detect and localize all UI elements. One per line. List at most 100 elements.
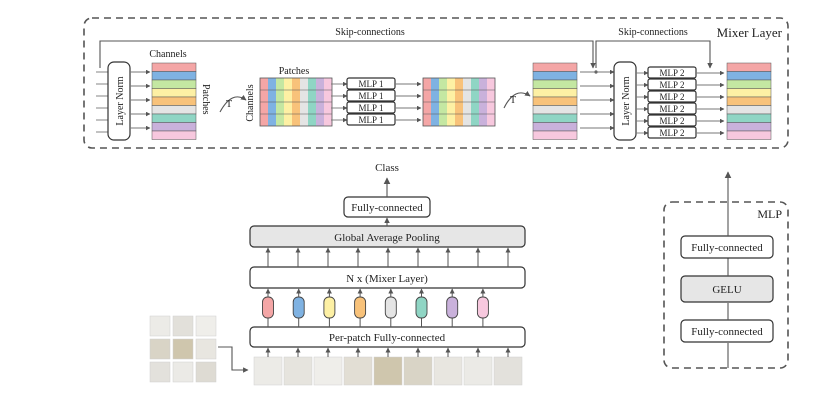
class-label: Class xyxy=(375,162,399,174)
skip-connection-2 xyxy=(595,40,713,69)
mlp2-label-1: MLP 2 xyxy=(660,68,685,78)
mlp-fc-top-label: Fully-connected xyxy=(691,242,763,254)
patch-table-border xyxy=(422,77,496,127)
channel-row xyxy=(726,130,772,140)
image-patch xyxy=(195,315,217,337)
channel-row xyxy=(726,105,772,115)
token-pill xyxy=(415,296,428,319)
channel-row xyxy=(151,122,197,132)
image-patch xyxy=(172,338,194,360)
input-lines xyxy=(96,71,108,133)
mlp2-box-4 xyxy=(647,102,697,115)
patch-sequence xyxy=(253,356,523,386)
mlp2-box-3 xyxy=(647,90,697,103)
channel-row xyxy=(151,96,197,106)
mlp1-box-4 xyxy=(346,113,396,126)
channel-row xyxy=(726,62,772,72)
skip-label-2: Skip-connections xyxy=(618,27,688,38)
patch-table-border xyxy=(259,77,333,127)
mlp1-box-1 xyxy=(346,77,396,90)
image-patch xyxy=(195,338,217,360)
token-pill xyxy=(476,296,489,319)
channel-row xyxy=(532,62,578,72)
channel-row xyxy=(532,122,578,132)
mlp2-label-5: MLP 2 xyxy=(660,116,685,126)
image-patch xyxy=(195,361,217,383)
mlp2-label-6: MLP 2 xyxy=(660,128,685,138)
mlp2-label-2: MLP 2 xyxy=(660,80,685,90)
mlp2-box-1 xyxy=(647,66,697,79)
token-pill xyxy=(446,296,459,319)
layer-norm-2-label: Layer Norm xyxy=(621,76,632,125)
channel-row xyxy=(726,79,772,89)
transpose-1-arrow xyxy=(219,94,247,113)
mlp-fc-top-box xyxy=(680,235,774,259)
channels-label-top: Channels xyxy=(149,49,186,60)
mlp2-box-5 xyxy=(647,114,697,127)
token-pill xyxy=(262,296,274,319)
fc-label: Fully-connected xyxy=(351,202,423,214)
layer-norm-1-label: Layer Norm xyxy=(115,76,126,125)
patch-table xyxy=(259,77,333,127)
skip-connection-1 xyxy=(99,40,596,69)
token-pill xyxy=(354,296,367,319)
mlp-fc-bottom-box xyxy=(680,319,774,343)
mlp1-label-3: MLP 1 xyxy=(359,103,384,113)
channel-row xyxy=(532,79,578,89)
main-architecture: Per-patch Fully-connected N x (Mixer Lay… xyxy=(149,162,526,386)
token-pill xyxy=(292,296,305,319)
channel-row xyxy=(151,105,197,115)
channel-row xyxy=(726,122,772,132)
channel-row xyxy=(726,71,772,81)
channel-row xyxy=(532,105,578,115)
channel-row xyxy=(151,79,197,89)
transpose-2-label: T xyxy=(510,95,516,106)
skip-label-1: Skip-connections xyxy=(335,27,405,38)
sequence-patch xyxy=(283,356,313,386)
mlp2-label-4: MLP 2 xyxy=(660,104,685,114)
mixer-stack-label: N x (Mixer Layer) xyxy=(346,273,428,285)
sequence-patch xyxy=(433,356,463,386)
image-patch xyxy=(172,315,194,337)
mlp1-label-2: MLP 1 xyxy=(359,91,384,101)
channel-table-output xyxy=(726,62,772,140)
channel-table-2 xyxy=(532,62,578,140)
channel-row xyxy=(151,88,197,98)
image-patch xyxy=(172,361,194,383)
image-patch xyxy=(149,361,171,383)
mlp1-label-4: MLP 1 xyxy=(359,115,384,125)
mixer-layer-border xyxy=(83,17,789,149)
transpose-2-arrow xyxy=(503,90,531,109)
channel-row xyxy=(726,96,772,106)
ln2-input-lines xyxy=(580,69,615,131)
patches-label-side: Patches xyxy=(200,84,211,115)
mixer-to-gap-arrows xyxy=(265,247,511,267)
mlp1-group: MLP 1 MLP 1 MLP 1 MLP 1 xyxy=(331,77,422,126)
mlp1-box-3 xyxy=(346,101,396,114)
sequence-patch xyxy=(373,356,403,386)
mlp-gelu-label: GELU xyxy=(712,284,741,296)
sequence-patch xyxy=(493,356,523,386)
sequence-patch xyxy=(253,356,283,386)
mixer-layer-title: Mixer Layer xyxy=(717,25,783,40)
patch-flatten-arrow xyxy=(218,346,249,373)
per-patch-fc-box xyxy=(249,326,526,348)
mlp1-label-1: MLP 1 xyxy=(359,79,384,89)
mlp-gelu-box xyxy=(680,275,774,303)
mixer-layer-panel: Mixer Layer Skip-connections Skip-connec… xyxy=(83,17,789,149)
token-pill xyxy=(323,296,336,319)
mlp2-label-3: MLP 2 xyxy=(660,92,685,102)
channel-row xyxy=(726,113,772,123)
channel-row xyxy=(151,71,197,81)
channel-row xyxy=(151,62,197,72)
mlp-block-panel: MLP Fully-connected GELU Fully-connected xyxy=(663,171,789,369)
channel-table-1 xyxy=(151,62,197,140)
layer-norm-2 xyxy=(613,61,637,141)
patch-to-fc-arrows xyxy=(265,347,511,357)
image-patch xyxy=(149,338,171,360)
mlp-block-border xyxy=(663,201,789,369)
patch-table-output xyxy=(422,77,496,127)
channel-row xyxy=(532,130,578,140)
channel-row xyxy=(726,88,772,98)
